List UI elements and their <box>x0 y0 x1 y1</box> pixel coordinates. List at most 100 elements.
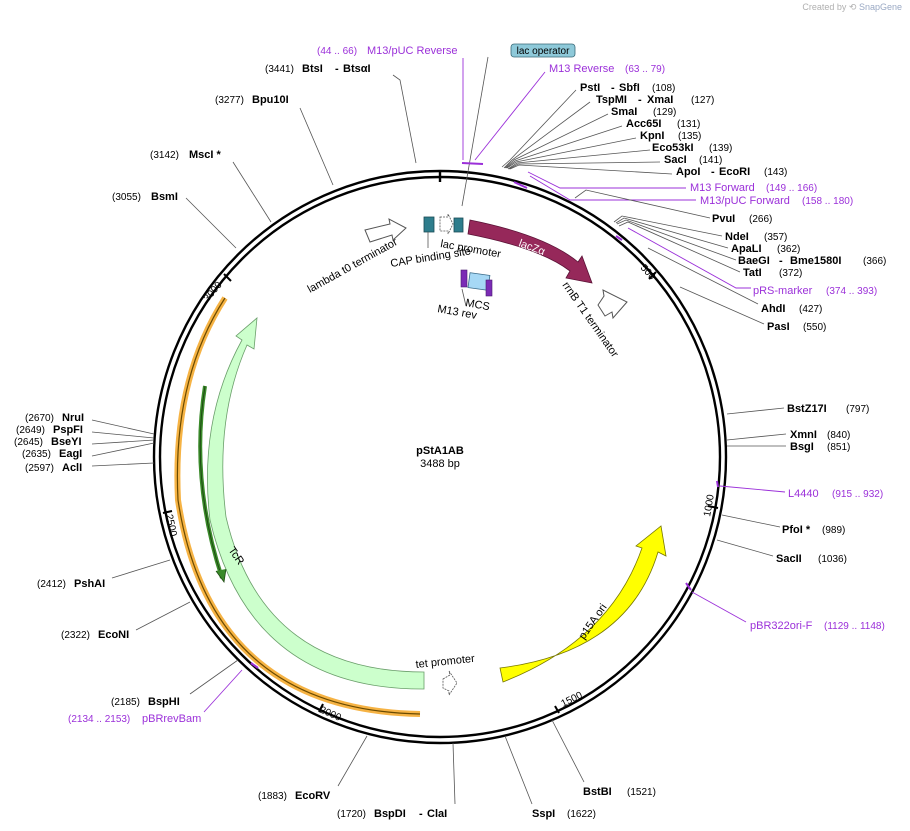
feature-rrnB-terminator[interactable]: rrnB T1 terminator <box>560 280 628 360</box>
enzyme-pos: (366) <box>863 256 886 267</box>
enzyme-name: BstZ17I <box>787 403 827 415</box>
enzyme-bsphi[interactable]: (2185) BspHI <box>111 659 239 708</box>
enzyme-pos: (1720) <box>337 809 366 820</box>
enzyme-name: Eco53kI <box>652 142 694 154</box>
feature-mcs[interactable]: MCS M13 rev <box>436 269 493 322</box>
enzyme-pos: (1883) <box>258 791 287 802</box>
enzyme-baegi[interactable]: BaeGI - Bme1580I (366) <box>616 219 886 267</box>
enzyme-pos: (3055) <box>112 192 141 203</box>
enzyme-acc65i[interactable]: Acc65I (131) <box>626 118 700 130</box>
enzyme-saci[interactable]: SacI (141) <box>664 154 722 166</box>
feature-p15a-ori[interactable]: p15A ori <box>499 525 667 683</box>
feature-tcr-orf[interactable] <box>174 296 421 717</box>
enzyme-dash: - <box>419 808 423 820</box>
primer-m13-puc-forward[interactable]: M13/pUC Forward (158 .. 180) <box>529 175 853 207</box>
enzyme-pos: (1622) <box>567 809 596 820</box>
enzyme-pvui[interactable]: PvuI (266) <box>574 189 772 225</box>
primer-m13-reverse[interactable]: M13 Reverse (63 .. 79) <box>474 63 665 161</box>
enzyme-xmni[interactable]: XmnI (840) <box>726 429 850 441</box>
enzyme-bsmi[interactable]: (3055) BsmI <box>112 191 237 249</box>
lambda-terminator-label: lambda t0 terminator <box>306 236 400 296</box>
enzyme-tspmi[interactable]: TspMI - XmaI (127) <box>596 94 714 106</box>
enzyme-name: ApaLI <box>731 243 762 255</box>
tick-1000: 1000 <box>702 493 717 517</box>
snapgene-logo-icon: ⟲ <box>848 2 857 12</box>
enzyme-pfoi[interactable]: PfoI * (989) <box>721 514 845 536</box>
enzyme-acli[interactable]: (2597) AclI <box>25 462 82 474</box>
primer-range: (149 .. 166) <box>766 183 817 194</box>
enzyme-pshai[interactable]: (2412) PshAI <box>37 559 171 590</box>
enzyme-tati[interactable]: TatI (372) <box>618 221 802 279</box>
enzyme-alt: XmaI <box>647 94 673 106</box>
enzyme-bstz17i[interactable]: BstZ17I (797) <box>726 403 869 415</box>
lac-operator-label: lac operator <box>517 46 570 57</box>
primer-name: M13 Forward <box>690 182 755 194</box>
enzyme-pos: (127) <box>691 95 714 106</box>
primer-l4440[interactable]: L4440 (915 .. 932) <box>719 485 883 500</box>
enzyme-smai[interactable]: SmaI (129) <box>611 106 676 118</box>
enzyme-pos: (2185) <box>111 697 140 708</box>
enzyme-psti[interactable]: PstI - SbfI (108) <box>580 82 675 94</box>
enzyme-pos: (2322) <box>61 630 90 641</box>
enzyme-ndei[interactable]: NdeI (357) <box>613 215 787 243</box>
enzyme-dash: - <box>611 82 615 94</box>
enzyme-pos: (2412) <box>37 579 66 590</box>
enzyme-name: SmaI <box>611 106 637 118</box>
primer-pbrrevbam[interactable]: (2134 .. 2153) pBRrevBam <box>68 669 243 725</box>
enzyme-btsi[interactable]: (3441) BtsI - BtsαI <box>265 63 417 164</box>
enzyme-pos: (2645) <box>14 437 43 448</box>
enzyme-econi[interactable]: (2322) EcoNI <box>61 601 191 641</box>
enzyme-sacii[interactable]: SacII (1036) <box>716 539 847 565</box>
enzyme-pos: (266) <box>749 214 772 225</box>
tet-promoter-label: tet promoter <box>415 653 476 671</box>
enzyme-bsgi[interactable]: BsgI (851) <box>727 441 850 453</box>
primer-m13-puc-reverse[interactable]: (44 .. 66) M13/pUC Reverse <box>317 45 464 160</box>
enzyme-pos: (840) <box>827 430 850 441</box>
enzyme-nrui[interactable]: (2670) NruI <box>25 412 84 424</box>
enzyme-name: BspDI <box>374 808 406 820</box>
enzyme-bseyi[interactable]: (2645) BseYI <box>14 436 82 448</box>
primer-range: (1129 .. 1148) <box>824 621 885 632</box>
enzyme-pos: (2670) <box>25 413 54 424</box>
enzyme-name: BstBI <box>583 786 612 798</box>
enzyme-name: BspHI <box>148 696 180 708</box>
rrnB-terminator-label: rrnB T1 terminator <box>560 280 621 360</box>
enzyme-name: BseYI <box>51 436 82 448</box>
enzyme-pos: (372) <box>779 268 802 279</box>
enzyme-pos: (139) <box>709 143 732 154</box>
enzyme-dash: - <box>638 94 642 106</box>
enzyme-bstbi[interactable]: BstBI (1521) <box>551 719 656 798</box>
primer-m13-forward[interactable]: M13 Forward (149 .. 166) <box>527 171 817 194</box>
enzyme-pos: (851) <box>827 442 850 453</box>
enzyme-pasi[interactable]: PasI (550) <box>679 286 826 333</box>
enzyme-name: KpnI <box>640 130 664 142</box>
enzyme-name: NdeI <box>725 231 749 243</box>
enzyme-eagi[interactable]: (2635) EagI <box>22 448 82 460</box>
enzyme-name: NruI <box>62 412 84 424</box>
enzyme-bpu10i[interactable]: (3277) Bpu10I <box>215 94 334 186</box>
enzyme-name: BsgI <box>790 441 814 453</box>
plasmid-length: 3488 bp <box>420 458 460 470</box>
enzyme-pos: (108) <box>652 83 675 94</box>
enzyme-apali[interactable]: ApaLI (362) <box>615 217 800 255</box>
feature-lac-operator[interactable]: lac operator <box>453 43 576 233</box>
enzyme-apoi[interactable]: ApoI - EcoRI (143) <box>676 166 787 178</box>
enzyme-ahdi[interactable]: AhdI (427) <box>647 247 822 315</box>
enzyme-msci[interactable]: (3142) MscI * <box>150 149 272 223</box>
enzyme-name: BtsI <box>302 63 323 75</box>
primer-prs-marker[interactable]: pRS-marker (374 .. 393) <box>627 227 877 297</box>
enzyme-pspfi[interactable]: (2649) PspFI <box>16 424 83 436</box>
enzyme-eco53ki[interactable]: Eco53kI (139) <box>652 142 732 154</box>
enzyme-bspdi[interactable]: (1720) BspDI - ClaI <box>337 742 456 820</box>
enzyme-alt: EcoRI <box>719 166 750 178</box>
enzyme-name: SacII <box>776 553 802 565</box>
primer-range: (63 .. 79) <box>625 64 665 75</box>
primer-pbr322ori-f[interactable]: pBR322ori-F (1129 .. 1148) <box>691 591 885 632</box>
enzyme-pos: (550) <box>803 322 826 333</box>
enzyme-sspi[interactable]: SspI (1622) <box>504 735 596 820</box>
enzyme-kpni[interactable]: KpnI (135) <box>640 130 701 142</box>
feature-tcr[interactable]: TcR <box>207 317 425 690</box>
enzyme-ecorv[interactable]: (1883) EcoRV <box>258 735 368 802</box>
enzyme-name: BaeGI <box>738 255 770 267</box>
